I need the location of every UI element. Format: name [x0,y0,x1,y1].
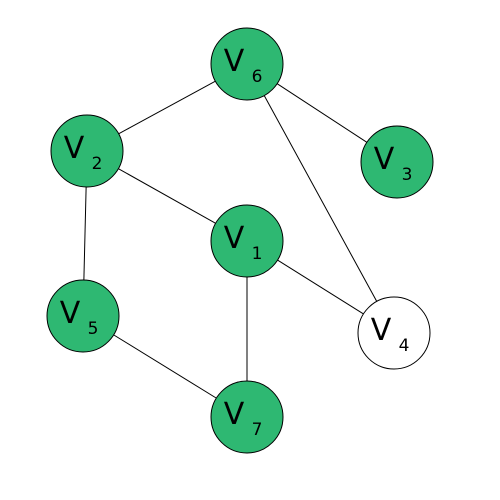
edge-v2-v1 [118,168,216,224]
node-circle-v1 [210,204,284,278]
edge-v6-v2 [118,80,216,135]
node-subscript-v1: 1 [252,244,263,264]
node-label-v2: V [64,131,85,166]
node-label-v4: V [371,313,392,348]
node-subscript-v4: 4 [399,336,410,356]
node-label-v3: V [374,142,395,177]
node-subscript-v5: 5 [88,319,99,339]
node-circle-v4 [357,296,431,370]
node-subscript-v3: 3 [402,165,413,185]
edge-v5-v7 [113,334,217,399]
node-circle-v7 [210,380,284,454]
edge-v2-v5 [83,186,87,281]
node-label-v1: V [224,221,245,256]
node-label-v5: V [60,296,81,331]
node-subscript-v6: 6 [252,67,263,87]
edge-v6-v3 [276,83,368,143]
node-circle-v6 [210,27,284,101]
edge-v1-v4 [277,259,364,315]
node-subscript-v7: 7 [252,420,263,440]
node-circle-v2 [50,114,124,188]
node-label-v7: V [224,397,245,432]
node-label-v6: V [224,44,245,79]
node-circle-v3 [360,125,434,199]
edge-v6-v4 [263,95,378,302]
node-subscript-v2: 2 [92,154,103,174]
node-circle-v5 [46,279,120,353]
edges-layer [83,80,378,399]
